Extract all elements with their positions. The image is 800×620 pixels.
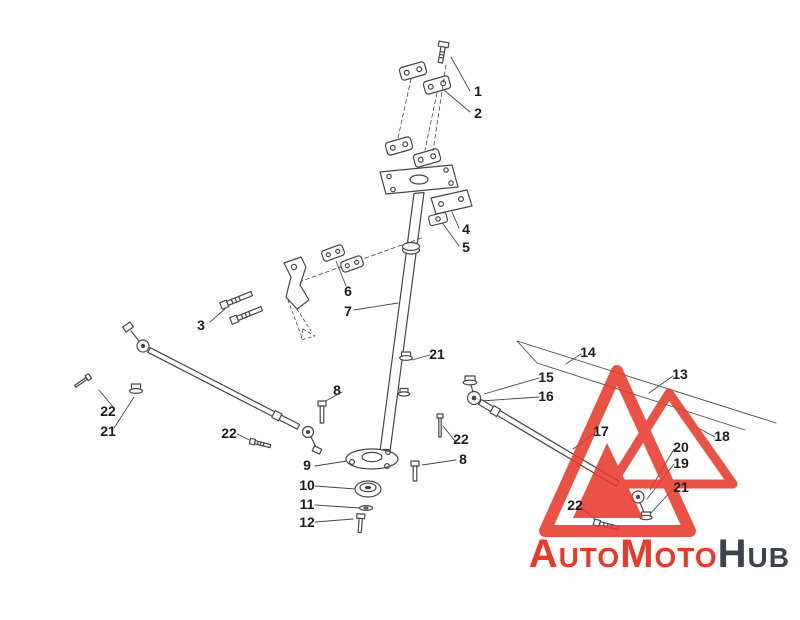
steering-post — [379, 191, 425, 456]
side-bracket — [427, 189, 473, 227]
support-bracket — [283, 256, 316, 341]
tie-rod-left-hardware — [74, 373, 272, 449]
brand-text-hub: Hub — [717, 532, 790, 576]
brand-text-automoto: AutoMoto — [528, 532, 718, 576]
tie-rod-left — [121, 321, 323, 455]
tie-rod-right — [462, 375, 653, 531]
lower-bearing-assembly — [317, 351, 444, 534]
clamp-alignment-dashes — [397, 64, 447, 152]
watermark-wordmark: AutoMotoHub — [529, 534, 790, 574]
post-clamp-blocks — [321, 244, 364, 273]
mounting-plate — [379, 164, 459, 195]
bracket-bolts — [219, 290, 264, 325]
brand-triangles-icon — [539, 365, 738, 537]
handlebar-clamps — [384, 61, 452, 168]
assembly-reference-lines — [516, 340, 777, 431]
top-bolt — [437, 40, 450, 64]
